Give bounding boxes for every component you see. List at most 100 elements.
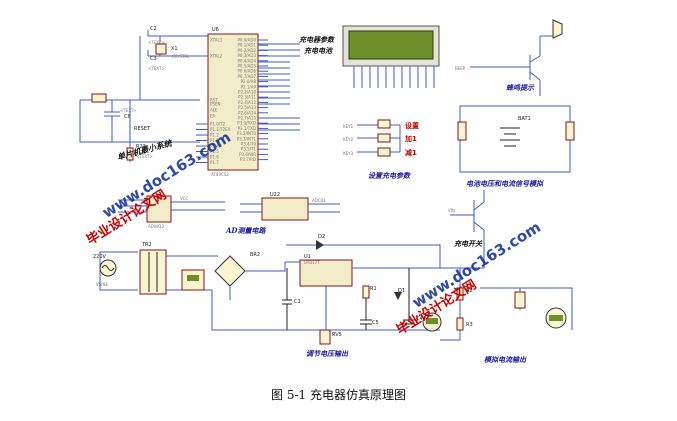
mcu-pin-right: P2.7/A15 — [238, 116, 256, 121]
lcd-screen — [348, 30, 434, 60]
mcu-pin-p1: P1.6 — [210, 155, 219, 160]
key-set-button — [377, 119, 391, 129]
adc-chip-u22 — [261, 197, 309, 221]
mcu-pin-right: P3.3/INT1 — [237, 136, 257, 141]
power-section: 220V VSINE TR2 BR2 U1 LM317T D2 C1 RV5 R… — [93, 234, 442, 358]
u1-part: LM317T — [304, 260, 320, 265]
c6-label: C6 — [124, 114, 131, 120]
d2-label: D2 — [318, 234, 325, 240]
charge-current-section: VIN 充电开关 R2 R3 模拟电流输出 — [440, 190, 573, 364]
mcu-pin-right: P2.3/A11 — [238, 95, 256, 100]
mcu-ref: U6 — [212, 27, 219, 33]
battery-pot-right — [565, 121, 575, 141]
br2-label: BR2 — [250, 252, 260, 258]
key-plus-button — [377, 133, 391, 143]
diode-d1 — [394, 292, 402, 300]
adc-part-label: AD0832 — [148, 224, 164, 229]
mcu-pin-right: P3.4/T0 — [241, 142, 257, 147]
c3-tag: <TEXT> — [148, 66, 165, 71]
sim-current-label: 模拟电流输出 — [484, 355, 527, 364]
charge-switch-net: VIN — [448, 208, 455, 213]
c1-label: C1 — [294, 299, 301, 305]
mcu-pin-ea: EA — [210, 114, 216, 119]
mcu-chip-u6 — [207, 33, 259, 171]
mcu-pin-p1: P1.4 — [210, 144, 219, 149]
mcu-pin-right: P2.0/A8 — [241, 79, 257, 84]
x1-label: X1 — [171, 46, 178, 52]
ad-circuit-label: AD测量电路 — [225, 226, 267, 235]
pot-rv5 — [319, 329, 331, 345]
mcu-pin-right: P3.0/RXD — [237, 121, 256, 126]
set-params-label: 设置充电参数 — [368, 171, 411, 180]
bat1-label: BAT1 — [518, 116, 531, 122]
speaker-icon — [552, 19, 563, 39]
current-pot — [514, 291, 526, 309]
c3-label: C3 — [150, 56, 157, 62]
watermark-right: 毕业设计论文网 www.doc163.com — [394, 218, 544, 338]
c6-tag: <TEXT> — [120, 108, 137, 113]
tr2-label: TR2 — [141, 242, 152, 248]
r3-label: R3 — [466, 322, 473, 328]
mcu-pin-p1: P1.0/T2 — [210, 122, 226, 127]
c5-label: C5 — [372, 320, 379, 326]
mcu-pin-right: P0.7/AD7 — [238, 74, 257, 79]
r2-label: R2 — [466, 288, 473, 294]
mcu-pin-right: P0.3/AD3 — [238, 53, 257, 58]
mcu-pin-right: P2.4/A12 — [238, 100, 256, 105]
mcu-pin-p1: P1.3 — [210, 138, 219, 143]
mcu-pin-right: P0.4/AD4 — [238, 58, 257, 63]
figure-caption: 图 5-1 充电器仿真原理图 — [271, 388, 406, 402]
d1-label: D1 — [398, 288, 405, 294]
r23-tag: <TEXT> — [136, 154, 153, 159]
ad-converters: U22 AD0832 VCC ADC01 AD测量电路 — [118, 192, 340, 235]
mcu-pin-ale: ALE — [210, 108, 218, 113]
bridge-rectifier-br2 — [214, 255, 246, 287]
key-minus-button — [377, 147, 391, 157]
vsine-label: VSINE — [96, 282, 108, 287]
crystal-x1 — [155, 43, 167, 55]
key-plus-label: 加1 — [404, 134, 417, 143]
c2-label: C2 — [150, 26, 157, 32]
diode-d2 — [316, 240, 324, 250]
lcd-module: 充电器参数 充电电池 — [258, 25, 440, 105]
r1-label: R1 — [370, 286, 377, 292]
adjust-output-label: 调节电压输出 — [306, 349, 349, 358]
mcu-pin-right: P2.5/A13 — [238, 105, 256, 110]
mcu-pin-right: P3.2/INT0 — [237, 131, 257, 136]
battery-simulation: BAT1 电池电压和电流信号模拟 — [457, 105, 575, 188]
key-section: KEY1 KEY2 KEY3 设置 加1 减1 设置充电参数 — [258, 117, 419, 180]
beep-label: BEEP — [455, 66, 466, 71]
mcu-pin-right: P2.1/A9 — [241, 84, 257, 89]
u22-label: U22 — [270, 192, 280, 198]
mcu-pin-right: P3.1/TXD — [238, 126, 256, 131]
mcu-pin-p1: P1.2 — [210, 133, 219, 138]
resistor-r1 — [362, 285, 370, 299]
mcu-pin-rst: RST — [210, 98, 218, 103]
mcu-pin-right: P0.1/AD1 — [238, 43, 257, 48]
battery-block-label: 电池电压和电流信号模拟 — [466, 179, 544, 188]
vsrc-label: 220V — [93, 254, 107, 260]
mcu-minimum-system: C2 <TEXT> C3 <TEXT> X1 CRYSTAL <TEXT> C6… — [79, 26, 268, 177]
mcu-pin-p1: P1.5 — [210, 149, 219, 154]
key2-label: KEY2 — [343, 137, 354, 142]
resistor-r23 — [126, 147, 134, 161]
c2-tag: <TEXT> — [148, 40, 165, 45]
u1-label: U1 — [304, 254, 311, 260]
mcu-pin-right: P3.7/RD — [240, 157, 256, 162]
resistor-r3 — [456, 317, 464, 331]
mcu-part: AT89C52 — [211, 172, 229, 177]
mcu-pin-xtal2: XTAL2 — [210, 54, 223, 59]
battery-pot-left — [457, 121, 467, 141]
r23-label: R23 — [136, 144, 146, 150]
lcd-title: 充电器参数 — [299, 35, 335, 44]
mcu-pin-p1: P1.1/T2EX — [210, 127, 231, 132]
key-minus-label: 减1 — [405, 148, 417, 157]
reset-button — [91, 93, 107, 103]
mcu-pin-right: P0.2/AD2 — [238, 48, 257, 53]
charge-switch-label: 充电开关 — [454, 239, 483, 248]
crystal-label: CRYSTAL — [172, 54, 190, 59]
lcd-subtitle: 充电电池 — [304, 46, 333, 55]
mcu-pin-right: P3.5/T1 — [241, 147, 257, 152]
mcu-pin-right: P0.5/AD5 — [238, 64, 257, 69]
